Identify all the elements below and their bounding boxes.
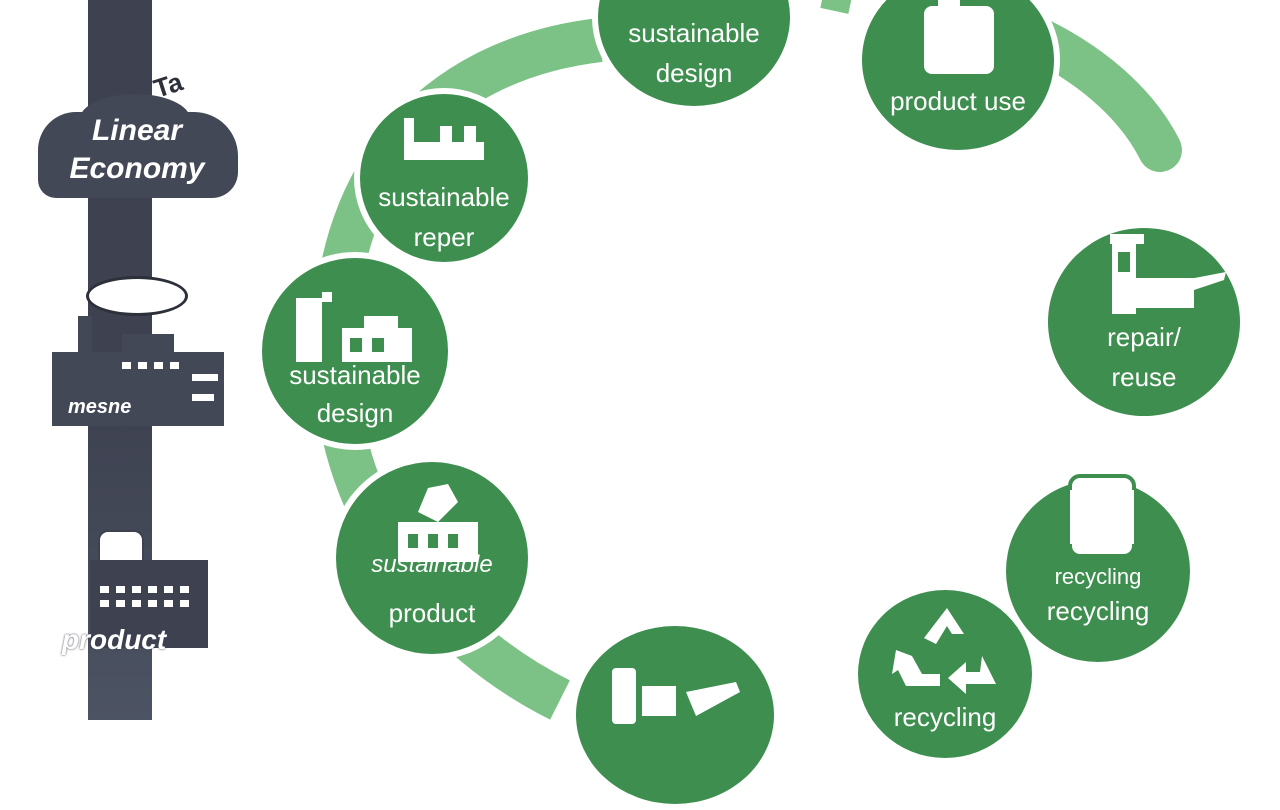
ring-arc-top	[820, 0, 852, 14]
factory-window	[138, 362, 147, 369]
node-repair-reuse: repair/ reuse	[1042, 222, 1246, 422]
factory-window	[154, 362, 163, 369]
node-sustainable-repair: sustainable reper	[354, 88, 534, 268]
node-sustainable-design-left: sustainable design	[256, 252, 454, 450]
node-label-line2: design	[316, 398, 394, 428]
machine-icon	[612, 668, 740, 724]
node-label-line2: recycling	[1046, 596, 1150, 626]
node-product-use: product use	[856, 0, 1060, 156]
node-bottom-partial	[570, 620, 780, 810]
buildings-icon	[296, 292, 412, 362]
factory-icon	[404, 118, 484, 160]
node-recycling-right: recycling recycling	[1000, 474, 1196, 668]
node-label-line1: sustainable	[289, 360, 421, 390]
factory-icon: mesne	[52, 316, 224, 426]
factory-window	[192, 374, 218, 381]
factory-window	[100, 586, 109, 593]
node-sustainable-product: sustainable product	[330, 456, 534, 660]
factory-window	[132, 600, 141, 607]
node-label-line2: reper	[413, 222, 475, 252]
factory-window	[148, 600, 157, 607]
linear-economy-title: Linear Economy	[52, 112, 222, 188]
node-label-line2: design	[655, 58, 733, 88]
ring-arc-top-right	[1018, 18, 1182, 172]
recycle-icon	[892, 608, 996, 694]
factory-window	[192, 394, 214, 401]
linear-cloud	[38, 94, 238, 198]
linear-title-line1: Linear	[91, 114, 183, 147]
factory-label: mesne	[68, 396, 132, 418]
factory-window	[116, 600, 125, 607]
node-label-line1: sustainable	[628, 18, 760, 48]
smoke-blob-icon	[86, 276, 188, 316]
factory-window	[164, 600, 173, 607]
machine-icon	[398, 484, 478, 562]
factory-window	[180, 586, 189, 593]
factory-window	[180, 600, 189, 607]
node-label-line1: recycling	[1054, 564, 1142, 589]
linear-title-line2: Economy	[69, 152, 205, 185]
node-label-line1: product use	[890, 86, 1026, 116]
node-label-line1: recycling	[893, 702, 997, 732]
tools-icon	[1110, 234, 1226, 314]
factory-window	[170, 362, 179, 369]
battery-icon	[1068, 474, 1136, 558]
node-label-line1: sustainable	[378, 182, 510, 212]
node-label-line2: reuse	[1111, 362, 1177, 392]
factory-window	[100, 600, 109, 607]
bottle-icon	[924, 0, 994, 74]
factory-window	[164, 586, 173, 593]
node-label-line1: repair/	[1107, 322, 1181, 352]
node-label-line2: product	[388, 598, 476, 628]
chimney-icon	[78, 316, 92, 356]
factory-window	[148, 586, 157, 593]
product-factory-icon	[90, 560, 208, 648]
factory-window	[116, 586, 125, 593]
factory-roof	[122, 334, 174, 354]
linear-product-label: product	[62, 624, 167, 655]
factory-window	[132, 586, 141, 593]
node-recycling-bottom: recycling	[852, 584, 1038, 764]
factory-window	[122, 362, 131, 369]
node-label-line1: sustainable	[371, 551, 493, 578]
